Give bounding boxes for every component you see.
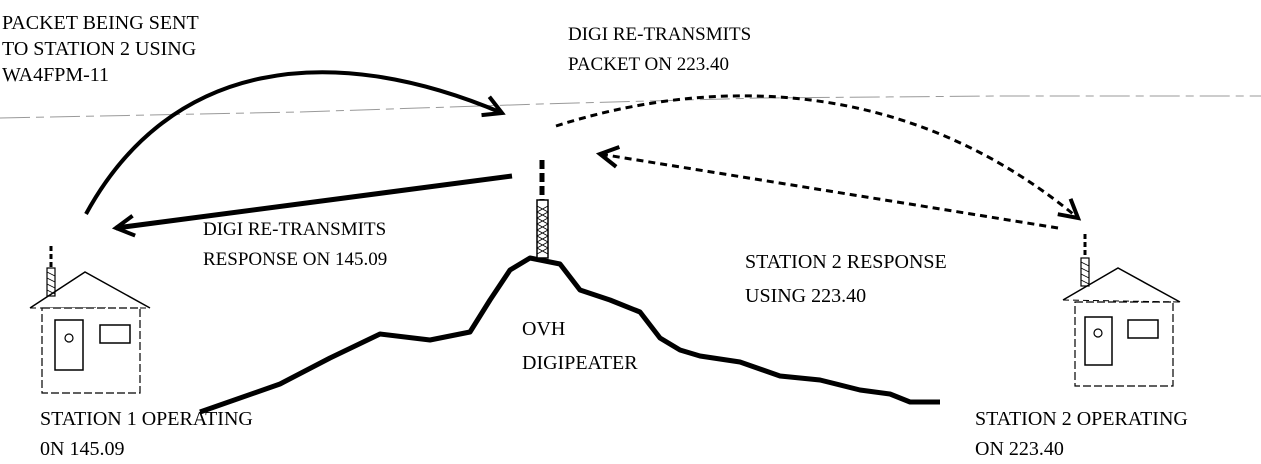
antenna-tower-icon [536, 160, 549, 259]
packet-sent-label: PACKET BEING SENT TO STATION 2 USING WA4… [2, 12, 199, 86]
station1-label: STATION 1 OPERATING 0N 145.09 [40, 408, 253, 460]
horizon-line [0, 95, 1261, 119]
packet-retransmit-arrow [555, 94, 1078, 218]
station2-label: STATION 2 OPERATING ON 223.40 [975, 408, 1188, 460]
station1-house-icon [29, 246, 151, 394]
station2-response-arrow [600, 154, 1059, 230]
packet-sent-arrow [84, 70, 502, 215]
station2-response-label: STATION 2 RESPONSE USING 223.40 [745, 251, 947, 307]
station2-house-icon [1062, 234, 1181, 387]
digipeater-label: OVH DIGIPEATER [522, 318, 638, 374]
mountain-ridge [199, 255, 940, 415]
response-retransmit-arrow [116, 173, 513, 228]
digi-retransmits-packet-label: DIGI RE-TRANSMITS PACKET ON 223.40 [568, 24, 752, 75]
digi-retransmits-response-label: DIGI RE-TRANSMITS RESPONSE ON 145.09 [203, 219, 388, 270]
